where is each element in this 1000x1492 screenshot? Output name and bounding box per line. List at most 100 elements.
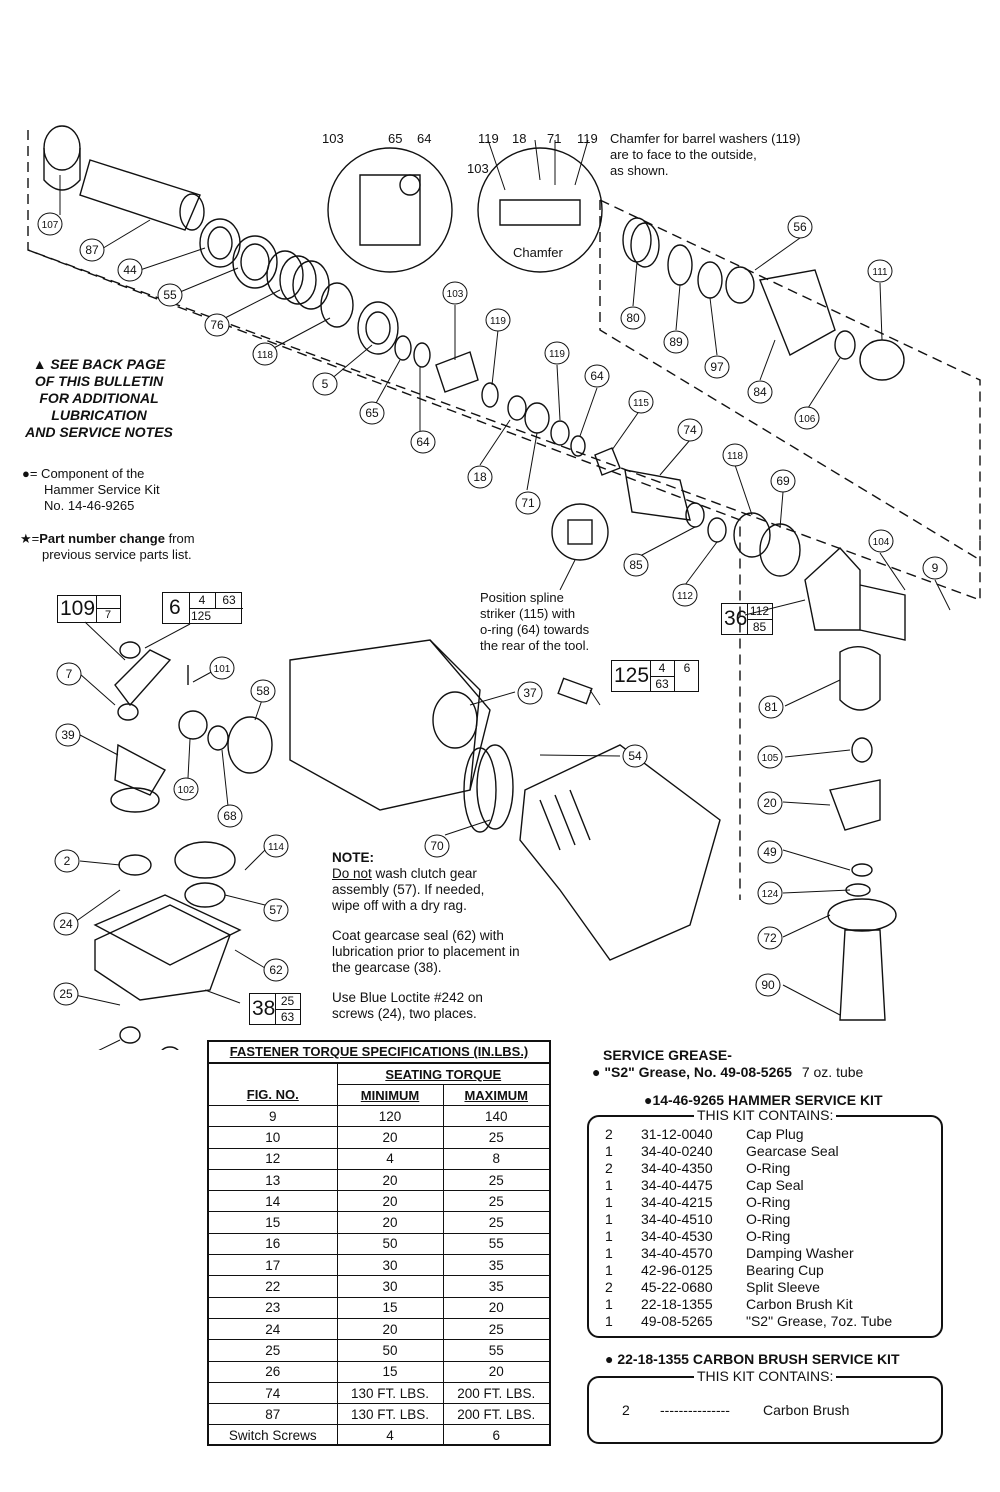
kit-qty: 2 (605, 1279, 613, 1295)
brush-kit-contains: THIS KIT CONTAINS: (694, 1368, 837, 1384)
label-119-top-left: 119 (478, 131, 499, 146)
part-callout: 76 (204, 313, 230, 337)
kit-qty: 1 (605, 1313, 613, 1329)
part-callout: 105 (757, 745, 783, 769)
part-number-label: 44 (123, 263, 137, 277)
part-number-label: 65 (365, 406, 379, 420)
maximum-cell: 25 (442, 1126, 549, 1149)
kit-part-number: 49-08-5265 (641, 1313, 713, 1329)
fig-no-cell: 17 (209, 1254, 337, 1276)
kit-part-number: 31-12-0040 (641, 1126, 713, 1142)
exploded-parts-diagram: 1078744557611856564103119187111964115741… (27, 125, 981, 1050)
brush-kit-item: 2 --------------- Carbon Brush (622, 1402, 850, 1418)
maximum-cell: 8 (442, 1147, 549, 1170)
part-number-label: 64 (590, 369, 604, 383)
kit-description: Split Sleeve (746, 1279, 820, 1295)
kit-part-number: 22-18-1355 (641, 1296, 713, 1312)
minimum-cell: 15 (336, 1296, 443, 1319)
fig-no-cell: Switch Screws (209, 1424, 337, 1446)
part-callout: 57 (263, 898, 289, 922)
chamfer-note: Chamfer for barrel washers (119) are to … (610, 131, 801, 178)
minimum-cell: 20 (336, 1211, 443, 1234)
part-number-label: 111 (872, 267, 888, 278)
kit-description: Cap Plug (746, 1126, 804, 1142)
kit-qty: 1 (605, 1177, 613, 1193)
fig-no-cell: 10 (209, 1126, 337, 1149)
part-number-label: 57 (269, 903, 283, 917)
part-number-label: 37 (523, 686, 537, 700)
part-number-label: 101 (214, 664, 231, 675)
part-callout: 54 (622, 744, 648, 768)
minimum-cell: 50 (336, 1339, 443, 1362)
part-callout: 56 (787, 215, 813, 239)
kit-qty: 1 (605, 1245, 613, 1261)
fig-no-cell: 26 (209, 1360, 337, 1383)
kit-description: "S2" Grease, 7oz. Tube (746, 1313, 893, 1329)
kit-qty: 1 (605, 1228, 613, 1244)
maximum-cell: 140 (442, 1104, 549, 1127)
part-callout: 90 (755, 973, 781, 997)
kit-part-number: 45-22-0680 (641, 1279, 713, 1295)
part-callout: 55 (157, 283, 183, 307)
part-number-label: 74 (683, 423, 697, 437)
fig-no-cell: 14 (209, 1190, 337, 1212)
hammer-kit-title: ●14-46-9265 HAMMER SERVICE KIT (644, 1092, 883, 1108)
part-number-label: 112 (677, 591, 693, 602)
part-number-label: 114 (268, 842, 284, 853)
maximum-cell: 20 (442, 1296, 549, 1319)
kit-qty: 1 (605, 1211, 613, 1227)
kit-part-number: 34-40-4570 (641, 1245, 713, 1261)
part-number-label: 62 (269, 963, 283, 977)
part-callout: 49 (757, 840, 783, 864)
fig-no-cell: 23 (209, 1296, 337, 1319)
part-number-label: 18 (473, 470, 487, 484)
part-callout: 71 (515, 491, 541, 515)
maximum-cell: 25 (442, 1190, 549, 1212)
label-103-top: 103 (322, 131, 344, 146)
part-callout: 39 (55, 723, 81, 747)
part-number-label: 2 (64, 854, 71, 868)
label-103-detail: 103 (467, 161, 489, 176)
part-callout: 119 (544, 341, 570, 365)
part-number-label: 104 (873, 537, 890, 548)
part-callout: 124 (757, 881, 783, 905)
part-number-label: 69 (776, 474, 790, 488)
kit-item-row: 1 34-40-4570 Damping Washer (587, 1245, 943, 1262)
part-number-label: 5 (322, 377, 329, 391)
part-number-label: 118 (257, 350, 273, 361)
kit-description: Damping Washer (746, 1245, 854, 1261)
part-number-label: 97 (710, 360, 724, 374)
kit-description: Cap Seal (746, 1177, 804, 1193)
brush-kit-title: ● 22-18-1355 CARBON BRUSH SERVICE KIT (605, 1351, 900, 1367)
part-callout: 80 (620, 306, 646, 330)
part-callout: 106 (794, 406, 820, 430)
part-callout: 97 (704, 355, 730, 379)
label-64-top: 64 (417, 131, 432, 146)
part-callout: 70 (424, 834, 450, 858)
part-callout: 119 (485, 308, 511, 332)
fig-no-cell: 25 (209, 1339, 337, 1362)
part-number-label: 81 (764, 700, 778, 714)
kit-part-number: 34-40-4475 (641, 1177, 713, 1193)
minimum-cell: 130 FT. LBS. (336, 1381, 443, 1404)
part-number-label: 20 (763, 796, 777, 810)
kit-part-number: 34-40-4215 (641, 1194, 713, 1210)
boxed-ref-109: 109 7 (57, 595, 121, 623)
component-legend: ●= Component of the Hammer Service Kit N… (22, 466, 160, 513)
kit-qty: 1 (605, 1296, 613, 1312)
part-number-label: 87 (85, 243, 99, 257)
kit-part-number: 34-40-4530 (641, 1228, 713, 1244)
part-callout: 44 (117, 258, 143, 282)
part-callout: 115 (628, 390, 654, 414)
kit-description: O-Ring (746, 1160, 791, 1176)
part-number-label: 24 (59, 917, 73, 931)
